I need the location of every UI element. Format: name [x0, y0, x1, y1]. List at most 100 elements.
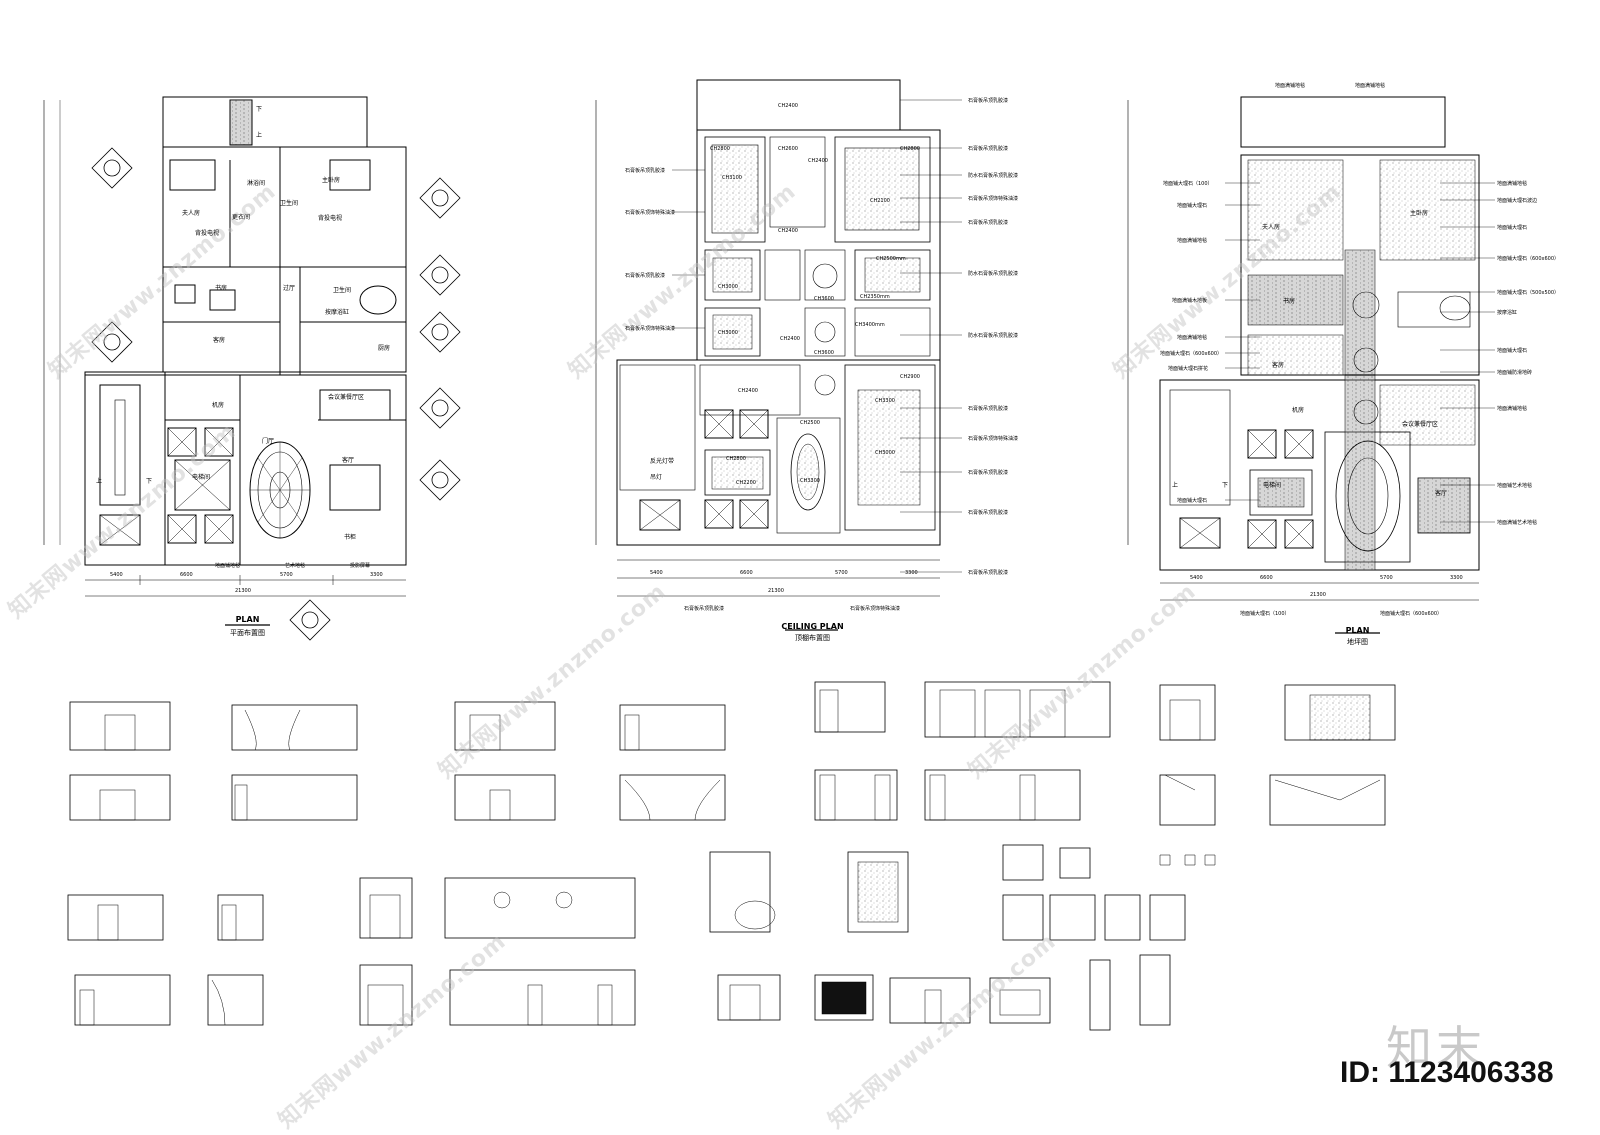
flooring-note: 地面铺大理石（100）: [1240, 611, 1290, 617]
room-label: 下: [146, 478, 153, 485]
plan-title: CEILING PLAN: [781, 622, 844, 631]
dimension-text: 6600: [180, 572, 193, 578]
dimension-text: 6600: [1260, 575, 1273, 581]
ceiling-note: 石膏板吊顶饰特殊油漆: [968, 436, 1019, 442]
ceiling-note: 吊灯: [650, 474, 663, 481]
flooring-note: 地面铺大理石: [1177, 203, 1208, 209]
flooring-note: 地面铺大理石（600x600）: [1380, 611, 1443, 617]
ceiling-height: CH3000: [718, 330, 738, 336]
ceiling-note: 防水石膏板吊顶乳胶漆: [968, 271, 1019, 277]
plan-subtitle: 地坪图: [1347, 638, 1368, 646]
ceiling-height: CH2400: [738, 388, 758, 394]
flooring-note: 地面铺防滑地砖: [1497, 370, 1533, 376]
dimension-text: 21300: [768, 588, 784, 594]
ceiling-note: 反光灯带: [650, 458, 675, 465]
room-label: 背投电视: [195, 230, 220, 237]
ceiling-plan: [595, 79, 962, 631]
room-label: 书房: [1283, 298, 1296, 305]
plan-subtitle: 平面布置图: [230, 629, 265, 637]
ceiling-height: CH2900: [900, 374, 920, 380]
dimension-text: 6600: [740, 570, 753, 576]
ceiling-height: CH2400: [778, 103, 798, 109]
room-label: 厨房: [378, 345, 391, 352]
ceiling-height: CH2350mm: [860, 294, 890, 300]
room-label: 电梯间: [1263, 482, 1282, 489]
room-label: 卫生间: [333, 287, 352, 294]
flooring-note: 地面铺大理石: [1497, 348, 1528, 354]
flooring-note: 地面满铺地毯: [1177, 335, 1208, 341]
ceiling-height: CH2400: [780, 336, 800, 342]
flooring-note: 按摩浴缸: [1497, 310, 1518, 316]
ceiling-height: CH2400: [778, 228, 798, 234]
ceiling-height: CH2200: [736, 480, 756, 486]
flooring-note: 地面满铺木地板: [1172, 298, 1208, 304]
ceiling-height: CH2600: [778, 146, 798, 152]
ceiling-height: CH2500: [800, 420, 820, 426]
dimension-text: 21300: [1310, 592, 1326, 598]
flooring-note: 地面铺大理石: [1497, 225, 1528, 231]
dimension-text: 3300: [1450, 575, 1463, 581]
ceiling-height: CH3300: [800, 478, 820, 484]
ceiling-note: 石膏板吊顶乳胶漆: [968, 146, 1009, 152]
dimension-text: 21300: [235, 588, 251, 594]
room-label: 电梯间: [192, 474, 211, 481]
ceiling-note: 石膏板吊顶饰特殊油漆: [625, 326, 676, 332]
dimension-text: 3300: [370, 572, 383, 578]
room-label: 下: [256, 106, 263, 113]
flooring-note: 地面满铺地毯: [1355, 83, 1386, 89]
flooring-note: 地面铺大理石波边: [1497, 198, 1538, 204]
note-label: 投影屏幕: [350, 563, 371, 569]
dimension-text: 5400: [650, 570, 663, 576]
room-label: 会议兼餐厅区: [1402, 421, 1439, 428]
room-label: 书房: [215, 285, 228, 292]
ceiling-note: 石膏板吊顶乳胶漆: [625, 273, 666, 279]
flooring-note: 地面铺大理石（600x600）: [1497, 256, 1560, 262]
room-label: 上: [96, 478, 103, 485]
room-label: 卫生间: [280, 200, 299, 207]
room-label: 机房: [212, 402, 225, 409]
dimension-text: 5400: [110, 572, 123, 578]
ceiling-height: CH3000: [875, 450, 895, 456]
brand-logo: 知末: [1386, 1021, 1486, 1075]
ceiling-note: 石膏板吊顶乳胶漆: [968, 510, 1009, 516]
flooring-note: 地面铺大理石（600x600）: [1160, 351, 1223, 357]
room-label: 客房: [213, 337, 226, 344]
dimension-text: 5700: [835, 570, 848, 576]
flooring-note: 地面满铺地毯: [1275, 83, 1306, 89]
elevation-sheets: [67, 681, 1396, 1031]
ceiling-note: 石膏板吊顶乳胶漆: [625, 168, 666, 174]
floor-plan: [43, 96, 461, 641]
dimension-text: 5700: [280, 572, 293, 578]
room-label: 过厅: [283, 285, 296, 292]
ceiling-height: CH2100: [870, 198, 890, 204]
room-label: 夫人房: [182, 210, 201, 217]
flooring-note: 地面铺大理石: [1177, 498, 1208, 504]
ceiling-note: 石膏板吊顶饰特殊油漆: [850, 606, 901, 612]
dimension-text: 5700: [1380, 575, 1393, 581]
room-label: 背投电视: [318, 215, 343, 222]
room-label: 门厅: [262, 438, 275, 445]
room-label: 夫人房: [1262, 224, 1281, 231]
flooring-note: 地面满铺地毯: [1497, 406, 1528, 412]
flooring-note: 地面满铺艺术地毯: [1497, 520, 1538, 526]
document-id: ID: 1123406338: [1340, 1056, 1554, 1089]
flooring-note: 地面铺艺术地毯: [1497, 483, 1533, 489]
ceiling-note: 防水石膏板吊顶乳胶漆: [968, 173, 1019, 179]
room-label: 会议兼餐厅区: [328, 394, 365, 401]
room-label: 书柜: [344, 534, 357, 541]
ceiling-height: CH2800: [710, 146, 730, 152]
ceiling-note: 石膏板吊顶乳胶漆: [968, 470, 1009, 476]
ceiling-height: CH3300: [875, 398, 895, 404]
room-label: 主卧房: [322, 177, 341, 184]
ceiling-note: 石膏板吊顶乳胶漆: [968, 98, 1009, 104]
ceiling-note: 石膏板吊顶乳胶漆: [968, 220, 1009, 226]
dimension-text: 3300: [905, 570, 918, 576]
room-label: 更衣间: [232, 214, 251, 221]
flooring-note: 地面铺大理石拼花: [1168, 366, 1209, 372]
room-label: 上: [256, 132, 263, 139]
room-label: 主卧房: [1410, 210, 1429, 217]
ceiling-height: CH3600: [814, 296, 834, 302]
ceiling-height: CH3100: [722, 175, 742, 181]
ceiling-note: 防水石膏板吊顶乳胶漆: [968, 333, 1019, 339]
